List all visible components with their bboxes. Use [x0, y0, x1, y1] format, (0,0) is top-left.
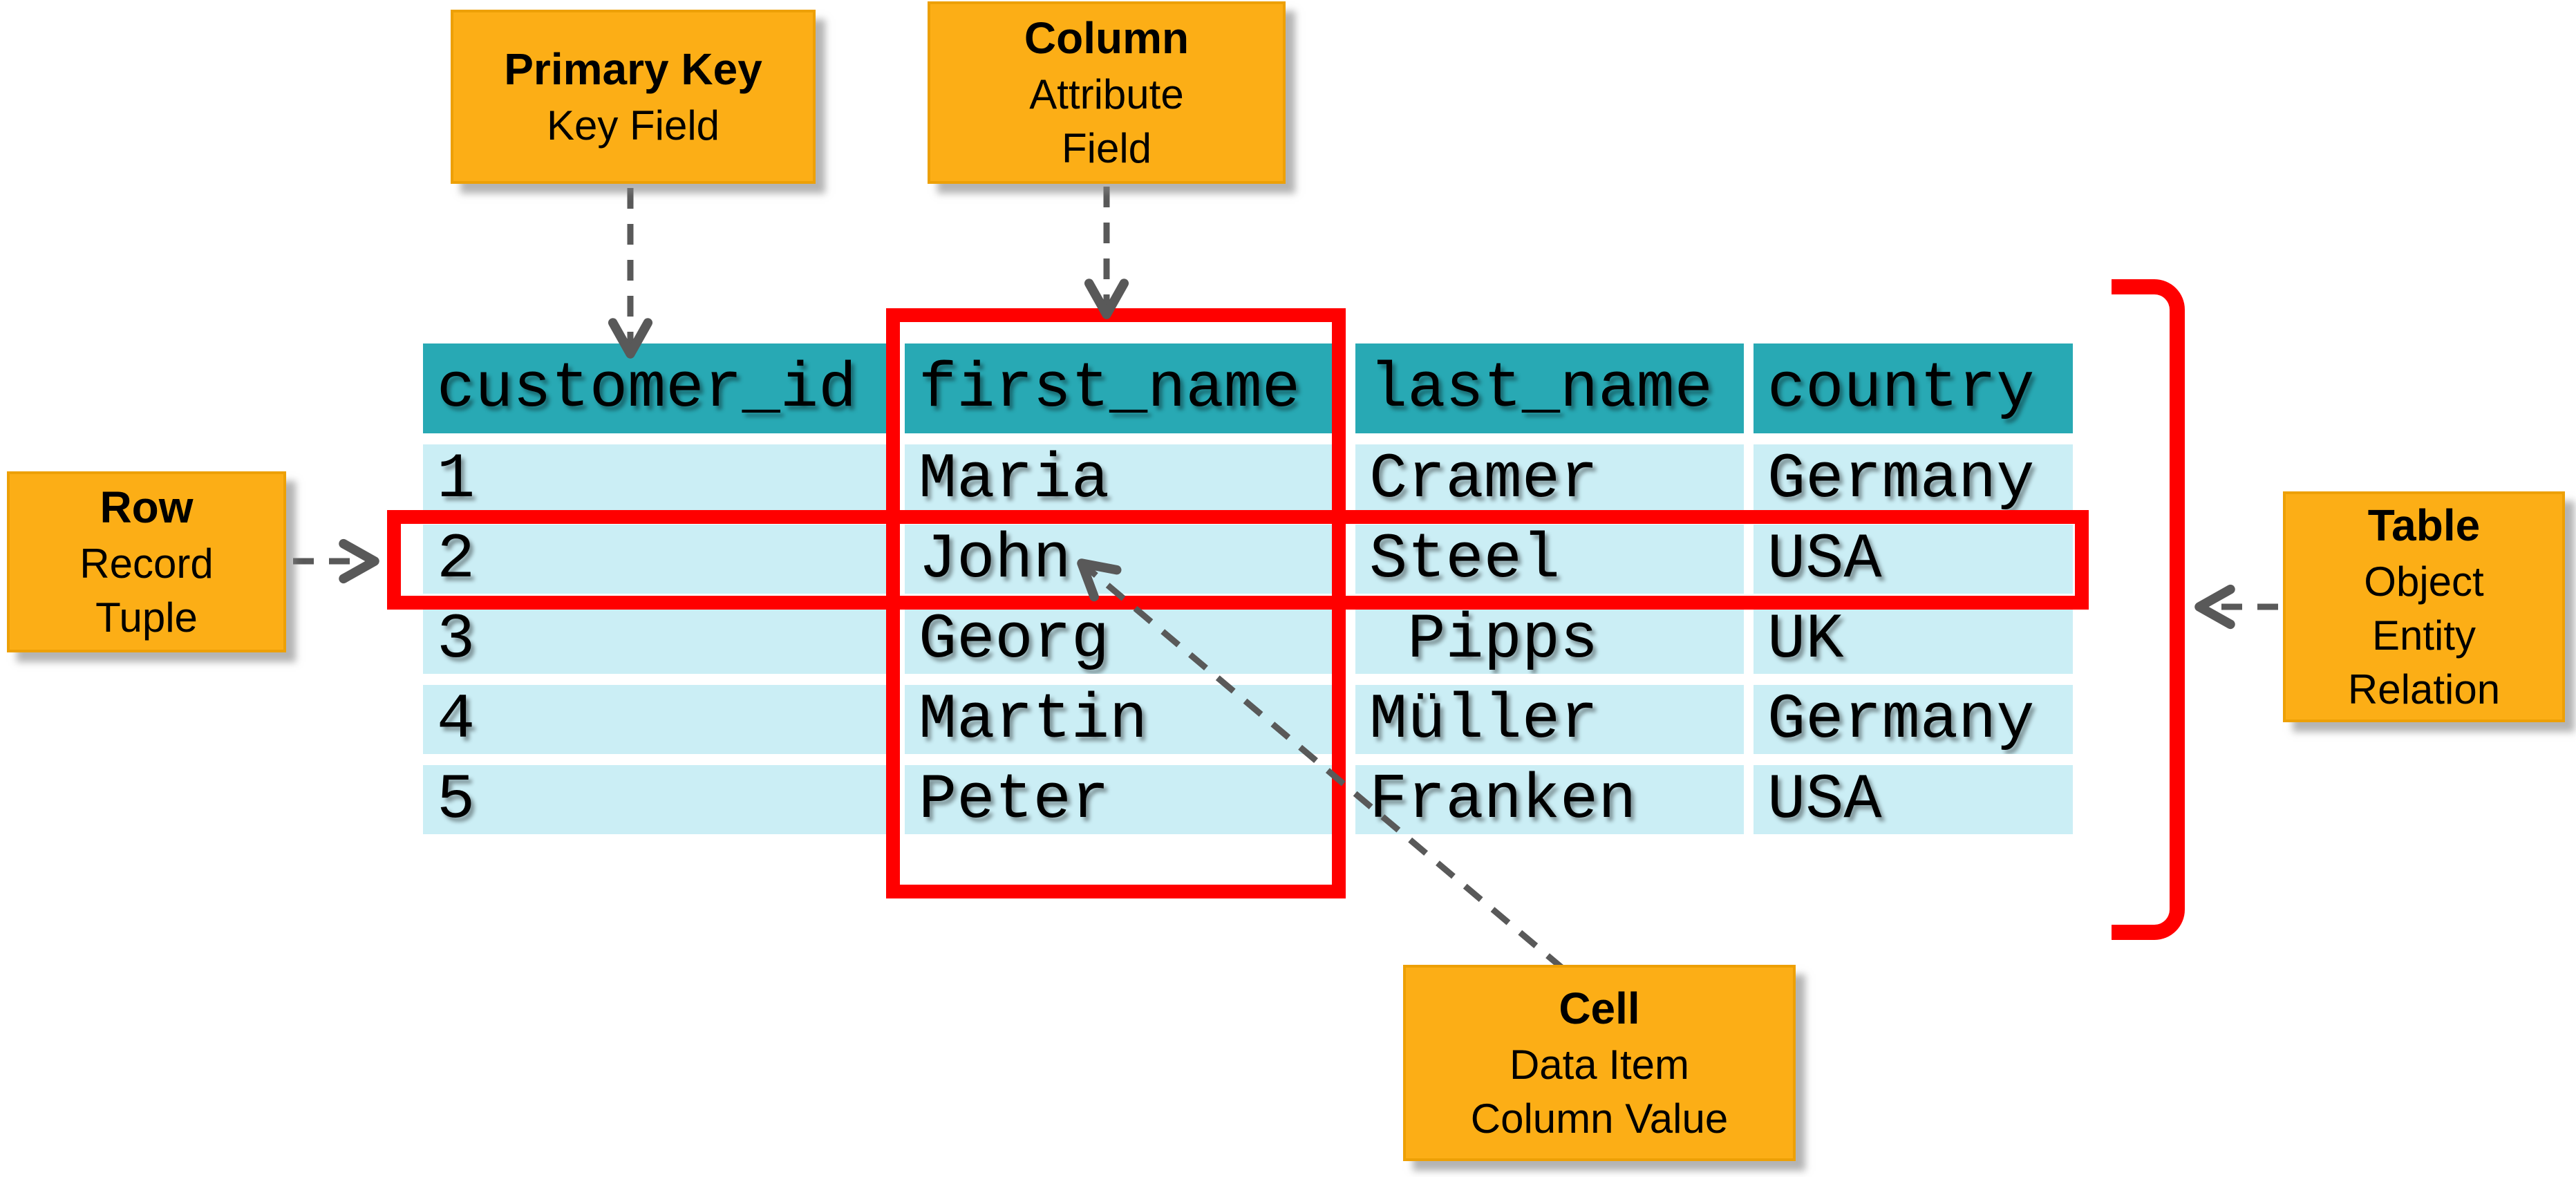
table-cell: 3 — [423, 605, 895, 674]
table-cell: USA — [1754, 525, 2073, 594]
table-cell: Maria — [905, 444, 1346, 514]
table-cell: 1 — [423, 444, 895, 514]
table-cell: Franken — [1355, 765, 1744, 834]
table-cell: USA — [1754, 765, 2073, 834]
label-table: Table Object Entity Relation — [2283, 491, 2565, 722]
label-title: Cell — [1559, 983, 1640, 1034]
label-cell: Cell Data Item Column Value — [1403, 965, 1796, 1161]
table-cell: 5 — [423, 765, 895, 834]
label-title: Column — [1024, 13, 1190, 64]
label-line: Column Value — [1470, 1095, 1729, 1142]
label-title: Table — [2367, 500, 2481, 551]
column-header-customer-id: customer_id — [423, 343, 895, 433]
table-cell: Müller — [1355, 685, 1744, 754]
label-line: Tuple — [95, 594, 198, 641]
label-line: Key Field — [546, 102, 720, 149]
table-cell: Pipps — [1355, 605, 1744, 674]
label-primary-key: Primary Key Key Field — [451, 10, 816, 184]
table-bracket — [2112, 279, 2185, 940]
label-row: Row Record Tuple — [7, 471, 286, 652]
label-line: Field — [1061, 124, 1152, 171]
label-line: Attribute — [1029, 70, 1184, 117]
row-highlight-rect — [387, 510, 2089, 610]
column-header-last-name: last_name — [1355, 343, 1744, 433]
table-cell: Germany — [1754, 444, 2073, 514]
label-title: Row — [100, 482, 194, 533]
label-line: Data Item — [1509, 1041, 1690, 1088]
table-cell: 2 — [423, 525, 895, 594]
label-line: Record — [79, 540, 214, 587]
table-cell: Germany — [1754, 685, 2073, 754]
column-header-first-name: first_name — [905, 343, 1346, 433]
table-cell: UK — [1754, 605, 2073, 674]
label-title: Primary Key — [504, 44, 762, 95]
label-line: Entity — [2371, 612, 2476, 659]
table-cell: 4 — [423, 685, 895, 754]
label-line: Object — [2364, 558, 2484, 605]
label-line: Relation — [2347, 666, 2501, 713]
column-header-country: country — [1754, 343, 2073, 433]
table-cell: Cramer — [1355, 444, 1744, 514]
label-column: Column Attribute Field — [928, 1, 1286, 184]
